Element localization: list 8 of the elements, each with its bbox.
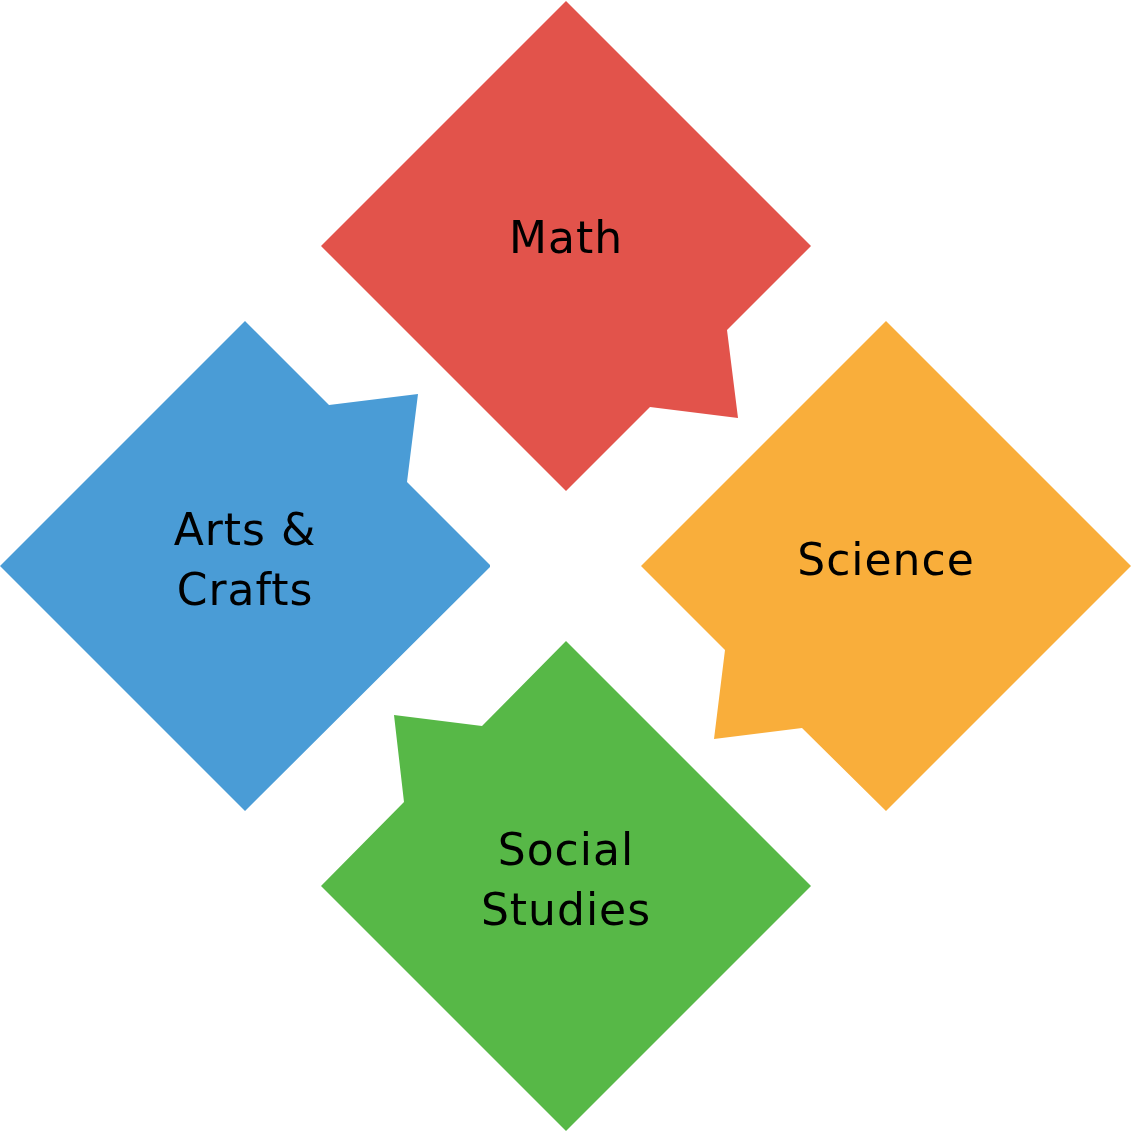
subject-label: Arts & Crafts	[172, 503, 318, 617]
subject-label: Math	[507, 211, 625, 265]
subject-label: Science	[796, 533, 976, 587]
speech-bubble	[641, 321, 1131, 811]
subject-label: Social Studies	[479, 823, 653, 937]
speech-bubble	[0, 321, 490, 811]
speech-bubble	[321, 1, 811, 491]
speech-bubble	[321, 641, 811, 1131]
